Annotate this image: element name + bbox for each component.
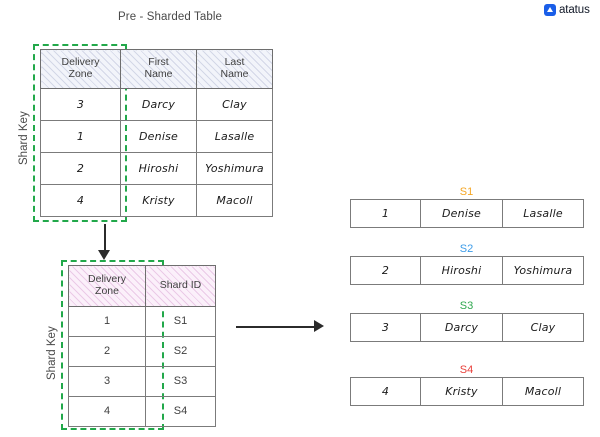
atatus-triangle-icon: [544, 4, 556, 16]
shard-label-s3: S3: [459, 300, 474, 312]
header-line-1: First: [148, 56, 169, 69]
header-line-2: Zone: [68, 68, 93, 80]
header-line-2: Name: [220, 68, 249, 80]
column-header-first-name: First Name: [120, 49, 197, 89]
header-line-2: Name: [144, 68, 173, 80]
table-cell: Kristy: [120, 184, 197, 217]
column-header-delivery-zone: Delivery Zone: [68, 265, 146, 307]
table-cell: Denise: [420, 199, 503, 228]
column-header-delivery-zone: Delivery Zone: [40, 49, 121, 89]
table-header-row: Delivery Zone First Name Last Name: [40, 49, 273, 89]
table-cell: Darcy: [120, 88, 197, 121]
table-cell: Denise: [120, 120, 197, 153]
shard-label-s2: S2: [459, 243, 474, 255]
table-cell: Lasalle: [502, 199, 584, 228]
brand-logo: atatus: [544, 4, 590, 16]
table-cell: Darcy: [420, 313, 503, 342]
table-cell: Clay: [502, 313, 584, 342]
arrow-right-icon: [314, 320, 324, 332]
header-line-2: Zone: [95, 285, 119, 297]
table-cell: 3: [68, 366, 146, 397]
arrow-down-line: [104, 224, 106, 252]
table-header-row: Delivery Zone Shard ID: [68, 265, 216, 307]
header-line-1: Last: [224, 56, 245, 69]
arrow-right-line: [236, 326, 316, 328]
table-cell: 4: [40, 184, 121, 217]
shard-key-label-pre: Shard Key: [18, 111, 30, 165]
table-cell: Hiroshi: [120, 152, 197, 185]
table-cell: 1: [350, 199, 421, 228]
table-cell: Kristy: [420, 377, 503, 406]
header-line-1: Shard ID: [159, 279, 202, 292]
shard-label-s1: S1: [459, 186, 474, 198]
page-title: Pre - Sharded Table: [118, 11, 222, 23]
header-line-1: Delivery: [88, 273, 126, 286]
table-cell: S4: [145, 396, 216, 427]
table-cell: Yoshimura: [196, 152, 273, 185]
table-cell: 4: [68, 396, 146, 427]
shard-key-label-map: Shard Key: [46, 326, 58, 380]
table-cell: S3: [145, 366, 216, 397]
brand-name: atatus: [559, 4, 590, 16]
table-cell: 2: [40, 152, 121, 185]
table-cell: Clay: [196, 88, 273, 121]
column-header-last-name: Last Name: [196, 49, 273, 89]
column-header-shard-id: Shard ID: [145, 265, 216, 307]
table-cell: Yoshimura: [502, 256, 584, 285]
table-cell: Lasalle: [196, 120, 273, 153]
table-cell: 3: [350, 313, 421, 342]
table-cell: 1: [40, 120, 121, 153]
table-cell: 4: [350, 377, 421, 406]
table-cell: S1: [145, 306, 216, 337]
table-cell: Macoll: [196, 184, 273, 217]
table-cell: Hiroshi: [420, 256, 503, 285]
table-cell: 3: [40, 88, 121, 121]
arrow-down-icon: [98, 250, 110, 260]
table-cell: 2: [350, 256, 421, 285]
table-cell: Macoll: [502, 377, 584, 406]
table-cell: 1: [68, 306, 146, 337]
table-cell: S2: [145, 336, 216, 367]
table-cell: 2: [68, 336, 146, 367]
shard-label-s4: S4: [459, 364, 474, 376]
header-line-1: Delivery: [61, 56, 100, 69]
